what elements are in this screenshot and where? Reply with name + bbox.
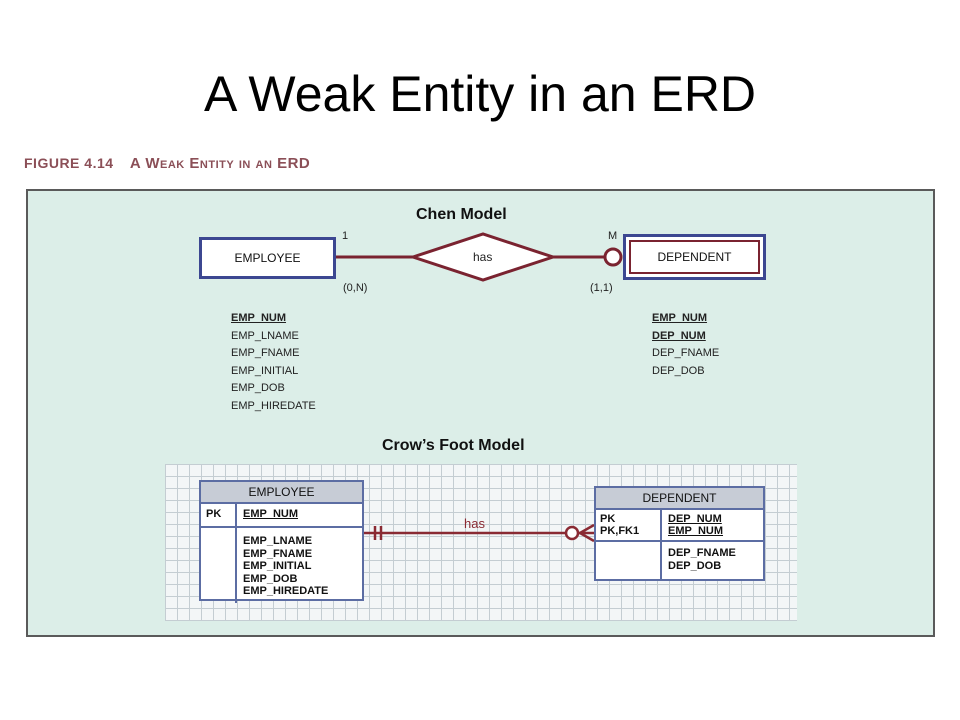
figure-number: FIGURE 4.14 bbox=[24, 155, 114, 171]
participation-left: (0,N) bbox=[343, 282, 368, 294]
dependent-table-header: DEPENDENT bbox=[596, 488, 763, 510]
figure-caption-text: A Weak Entity in an ERD bbox=[129, 155, 311, 172]
dependent-pk-label: PK bbox=[600, 513, 616, 525]
dependent-pk-attr: DEP_NUM bbox=[668, 513, 722, 525]
figure-caption: FIGURE 4.14 A Weak Entity in an ERD bbox=[24, 155, 310, 172]
employee-table-header: EMPLOYEE bbox=[201, 482, 362, 504]
dependent-attribute: DEP_FNAME bbox=[652, 347, 720, 359]
weak-entity-inner-border: DEPENDENT bbox=[629, 240, 760, 274]
chen-entity-dependent: DEPENDENT bbox=[623, 234, 766, 280]
employee-attribute: EMP_DOB bbox=[231, 382, 285, 394]
employee-column: EMP_DOB bbox=[243, 572, 298, 585]
employee-attribute: EMP_FNAME bbox=[231, 347, 300, 359]
dependent-attribute: EMP_NUM bbox=[652, 312, 708, 324]
chen-dependent-attributes: EMP_NUM DEP_NUM DEP_FNAME DEP_DOB bbox=[652, 310, 719, 380]
chen-entity-employee-label: EMPLOYEE bbox=[234, 251, 301, 265]
cardinality-left: 1 bbox=[342, 230, 349, 242]
employee-attribute: EMP_LNAME bbox=[231, 329, 299, 342]
employee-column: EMP_HIREDATE bbox=[243, 585, 329, 597]
dependent-column: DEP_FNAME bbox=[668, 547, 736, 559]
employee-attribute: EMP_HIREDATE bbox=[231, 399, 316, 412]
employee-attribute: EMP_NUM bbox=[231, 312, 287, 324]
crowsfoot-model-title: Crow’s Foot Model bbox=[382, 437, 525, 454]
dependent-attribute: DEP_DOB bbox=[652, 364, 705, 377]
dependent-column: DEP_DOB bbox=[668, 560, 722, 572]
chen-relationship-label: has bbox=[473, 250, 493, 264]
employee-pk-attr: EMP_NUM bbox=[243, 508, 299, 520]
employee-column: EMP_FNAME bbox=[243, 547, 313, 560]
dependent-attribute: DEP_NUM bbox=[652, 329, 706, 342]
crowsfoot-relationship-label: has bbox=[464, 516, 485, 531]
chen-entity-dependent-label: DEPENDENT bbox=[657, 250, 732, 264]
dependent-pkfk-attr: EMP_NUM bbox=[668, 525, 724, 537]
chen-employee-attributes: EMP_NUM EMP_LNAME EMP_FNAME EMP_INITIAL EMP_… bbox=[231, 310, 316, 415]
cardinality-right: M bbox=[608, 230, 618, 242]
employee-column: EMP_INITIAL bbox=[243, 560, 312, 572]
employee-attribute: EMP_INITIAL bbox=[231, 364, 299, 377]
crowsfoot-dependent-table: DEPENDENT PK PK,FK1 DEP_NUM EMP_NUM DEP_… bbox=[594, 486, 765, 581]
employee-column: EMP_LNAME bbox=[243, 535, 313, 547]
chen-entity-employee: EMPLOYEE bbox=[199, 237, 336, 279]
chen-model-title: Chen Model bbox=[416, 206, 507, 223]
employee-key-row: PK EMP_NUM bbox=[201, 504, 362, 528]
employee-pk-label: PK bbox=[206, 508, 222, 520]
slide-title: A Weak Entity in an ERD bbox=[203, 66, 757, 122]
participation-right: (1,1) bbox=[590, 282, 613, 294]
dependent-pkfk-label: PK,FK1 bbox=[600, 525, 640, 537]
dependent-key-row: PK PK,FK1 DEP_NUM EMP_NUM bbox=[596, 510, 763, 542]
